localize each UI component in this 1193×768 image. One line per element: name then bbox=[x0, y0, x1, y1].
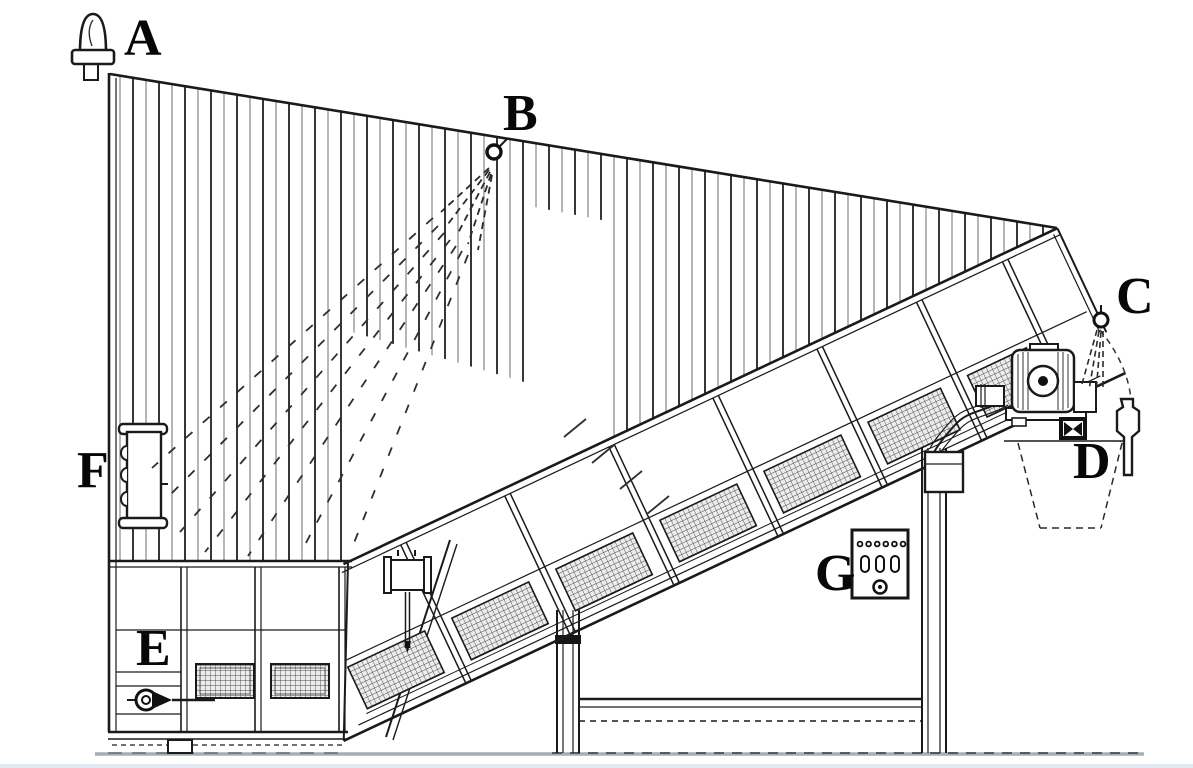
spray-fan bbox=[440, 167, 493, 251]
callout-labels: A B C D E F G bbox=[77, 10, 1154, 677]
drive-motor bbox=[1005, 343, 1097, 427]
drain-valve bbox=[127, 688, 215, 712]
spray-dashes bbox=[151, 217, 469, 557]
nozzle-b-icon bbox=[440, 138, 508, 251]
label-a: A bbox=[124, 10, 162, 67]
motor-cable bbox=[933, 399, 1005, 453]
handle-tool bbox=[1115, 397, 1141, 477]
label-d: D bbox=[1073, 433, 1111, 490]
hopper-outline bbox=[107, 72, 1058, 732]
label-b: B bbox=[503, 85, 538, 142]
control-panel bbox=[850, 528, 910, 600]
door-bracket bbox=[117, 422, 169, 530]
spray-dashes-right bbox=[563, 418, 670, 515]
inclined-conveyor bbox=[341, 227, 1127, 743]
beacon-light-icon bbox=[70, 12, 116, 81]
hopper-hatching bbox=[113, 75, 1057, 561]
wash-tank bbox=[108, 559, 352, 754]
support-frame bbox=[555, 448, 947, 753]
label-e: E bbox=[136, 620, 171, 677]
label-c: C bbox=[1116, 268, 1154, 325]
discharge-chute bbox=[1004, 440, 1124, 529]
tail-fitting bbox=[383, 550, 432, 653]
clamp-symbol bbox=[1059, 417, 1087, 440]
drive-head bbox=[923, 305, 1141, 529]
tank-mesh-panels bbox=[195, 663, 330, 699]
label-f: F bbox=[77, 442, 109, 499]
indicator-dots bbox=[856, 540, 907, 548]
tank-foot bbox=[167, 739, 193, 754]
label-g: G bbox=[815, 545, 855, 602]
junction-box bbox=[923, 450, 965, 494]
ground-line bbox=[0, 752, 1193, 768]
nozzle-c-icon bbox=[1081, 305, 1110, 394]
conveyor-mesh-panels bbox=[346, 346, 1048, 710]
panel-buttons bbox=[860, 555, 900, 573]
coupling bbox=[975, 385, 1005, 407]
